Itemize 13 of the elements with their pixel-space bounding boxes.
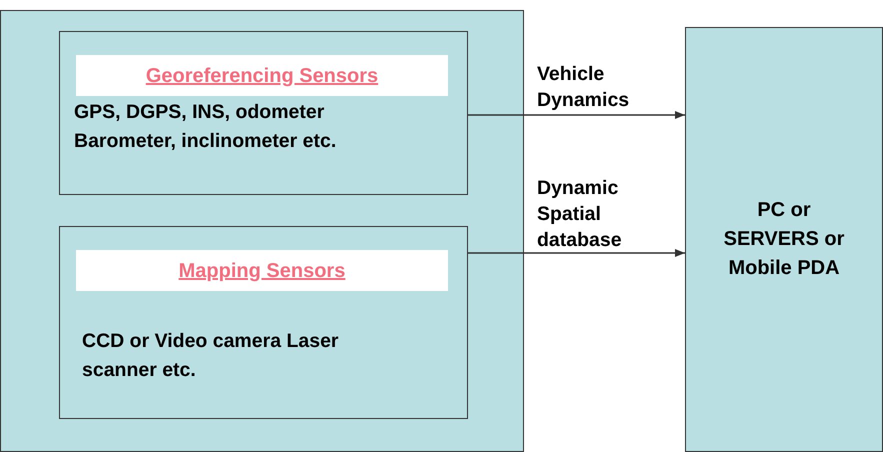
sensor-box (59, 31, 468, 195)
edge-label: Dynamic Spatial database (537, 176, 623, 253)
heading-label: Mapping Sensors (76, 250, 448, 291)
device-label: PC or SERVERS or Mobile PDA (722, 198, 846, 281)
system-box (0, 10, 524, 452)
heading-label: Georeferencing Sensors (76, 55, 448, 96)
edge-label: Vehicle Dynamics (537, 62, 630, 113)
arrow (467, 249, 685, 257)
sensor-list: CCD or Video camera Laser scanner etc. (82, 327, 382, 385)
arrow (467, 111, 685, 119)
device-box (685, 27, 883, 452)
sensor-list: GPS, DGPS, INS, odometer Barometer, inclinometer etc. (74, 98, 374, 156)
sensor-box (59, 226, 468, 419)
